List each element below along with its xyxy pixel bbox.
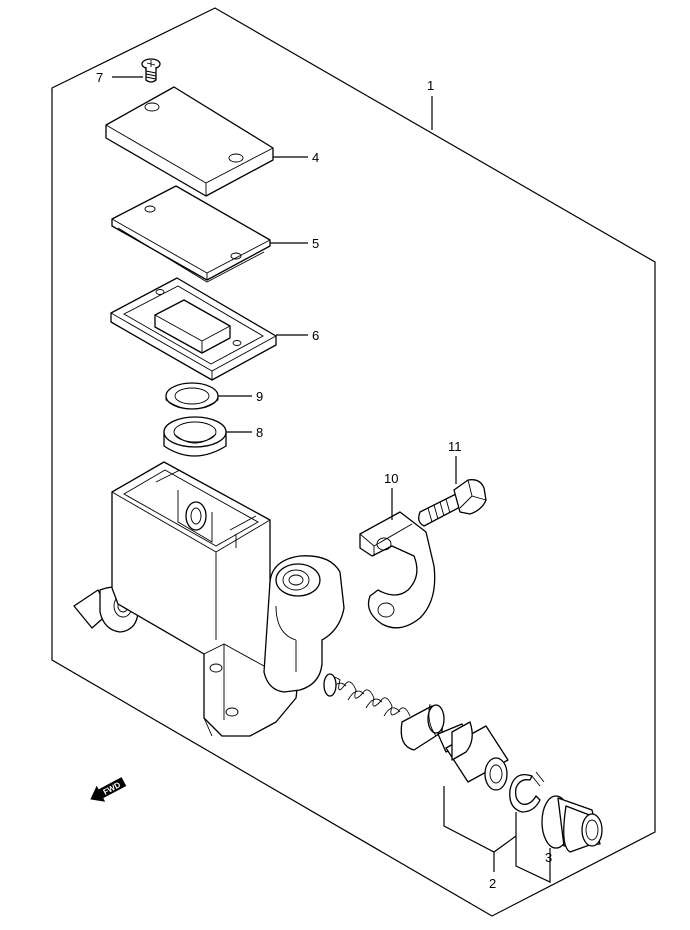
callout-7: 7 [96,70,103,85]
circlip [509,771,545,813]
callout-3: 3 [545,850,552,865]
bracket-2 [443,786,517,853]
part-9-ring [165,382,219,410]
part-2-piston [400,703,509,791]
part-6-diaphragm [110,277,277,381]
part-5-diaphragm-plate [111,185,271,283]
callout-5: 5 [312,236,319,251]
callout-4: 4 [312,150,319,165]
callout-6: 6 [312,328,319,343]
part-2-spring [323,673,411,717]
master-cylinder-body [73,461,345,737]
part-11-bolt [418,479,487,527]
callout-8: 8 [256,425,263,440]
fwd-arrow-icon: FWD [90,777,127,802]
callout-10: 10 [384,471,398,486]
part-4-reservoir-cap [105,86,274,197]
callout-9: 9 [256,389,263,404]
callout-1: 1 [427,78,434,93]
bracket-3 [515,812,551,883]
callout-2: 2 [489,876,496,891]
part-7-screw [141,58,161,83]
callout-11: 11 [448,439,462,454]
part-8-bushing [163,416,227,457]
part-3-boot [541,795,603,853]
kit-outline-box [51,7,656,917]
part-10-clamp [359,511,436,629]
